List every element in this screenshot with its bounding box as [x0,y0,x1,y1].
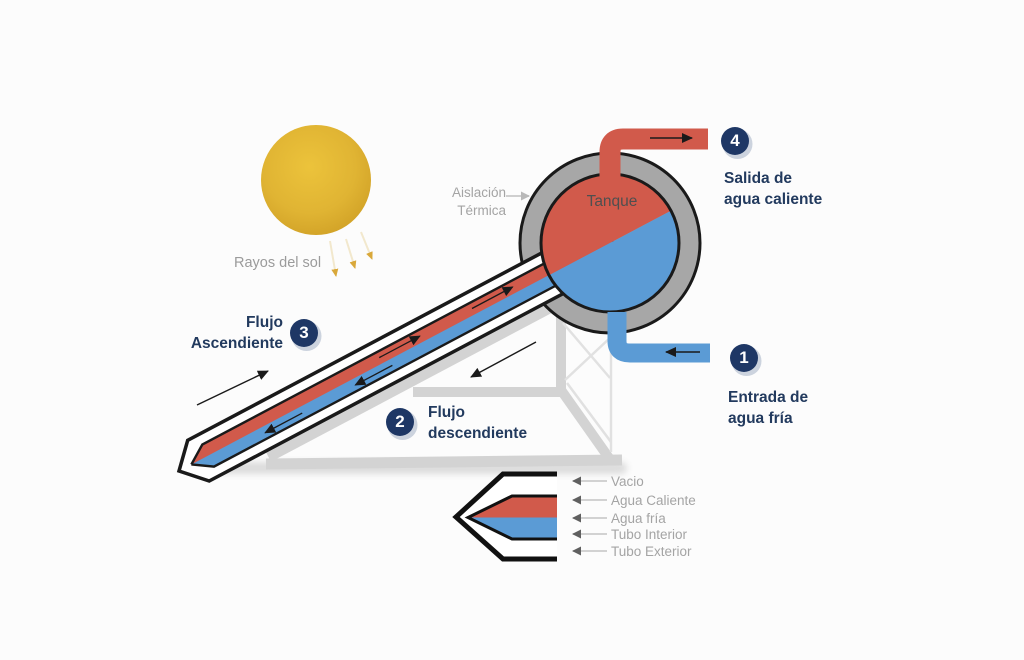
hot-flow-arrow [378,335,421,359]
step-badge-4: 4 [721,127,749,155]
collector-tube [176,219,626,483]
hot-outlet-pipe [599,128,708,184]
sun-ray-arrow [329,240,339,277]
sun-rays [329,231,373,277]
tube-inner-outline [190,229,619,468]
tube-flow-arrows [264,286,514,434]
cross-section-label-cold-water: Agua fría [611,511,666,526]
tank-label: Tanque [586,193,638,210]
sun-ray-arrow [360,231,373,260]
hot-flow-arrow [471,286,514,310]
cold-inlet-label: Entrada de agua fría [728,389,809,428]
descending-flow-label: Flujo descendiente [428,404,528,443]
sun-icon [261,125,371,235]
frame-front-base [265,454,623,470]
insulation-label: Aislación Térmica [451,185,506,218]
cross-section-label-outer-tube: Tubo Exterior [611,544,692,559]
step-number: 4 [730,131,740,150]
step-number: 2 [395,412,405,431]
cross-section-label-inner-tube: Tubo Interior [611,527,688,542]
sun-rays-label: Rayos del sol [234,255,322,271]
tank-hot-half [541,174,679,301]
step-number: 1 [739,348,749,367]
cross-section-hot [468,496,557,518]
cross-section-label-hot-water: Agua Caliente [611,493,696,508]
ascending-flow-label: Flujo Ascendiente [190,314,283,353]
hot-outlet-label: Salida de agua caliente [724,170,823,209]
cross-section-label-vacuum: Vacio [611,474,644,489]
descending-flow-arrow [470,341,537,378]
step-badge-1: 1 [730,344,758,372]
step-badge-3: 3 [290,319,318,347]
tank-cold-half [541,185,679,312]
tube-cross-section [452,471,607,562]
support-frame [264,282,623,470]
step-badge-2: 2 [386,408,414,436]
frame-diagonal-beam [264,282,589,462]
cold-flow-arrow [354,364,393,386]
cold-flow-arrow [264,412,303,434]
frame-braces [562,322,613,452]
sun-ray-arrow [345,238,357,269]
cross-section-leaders [572,476,607,556]
cold-inlet-pipe [607,312,710,363]
ascending-flow-arrow [196,370,269,406]
cross-section-inner-tube [464,494,557,541]
step-number: 3 [299,323,309,342]
frame-strut [556,387,614,461]
